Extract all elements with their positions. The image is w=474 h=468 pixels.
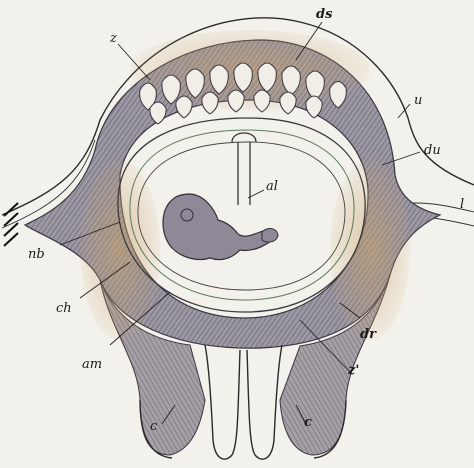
label-dr: dr xyxy=(360,327,377,342)
label-ds: ds xyxy=(316,7,333,22)
label-nb: nb xyxy=(28,247,45,262)
umbilical-stalk xyxy=(232,133,256,205)
label-l: l xyxy=(460,197,464,212)
label-u: u xyxy=(414,93,422,108)
label-du: du xyxy=(424,143,441,158)
cervix-right-outline xyxy=(247,345,282,459)
embryo xyxy=(163,194,278,260)
label-z-prime: z' xyxy=(347,363,359,378)
label-al: al xyxy=(266,179,278,194)
label-am: am xyxy=(82,357,102,372)
ochre-tint-right xyxy=(330,160,410,340)
label-ch: ch xyxy=(56,301,72,316)
cervix-left-outline xyxy=(205,345,240,459)
label-c-right: c xyxy=(304,415,312,430)
label-c-left: c xyxy=(150,419,158,434)
label-z: z xyxy=(109,31,117,46)
